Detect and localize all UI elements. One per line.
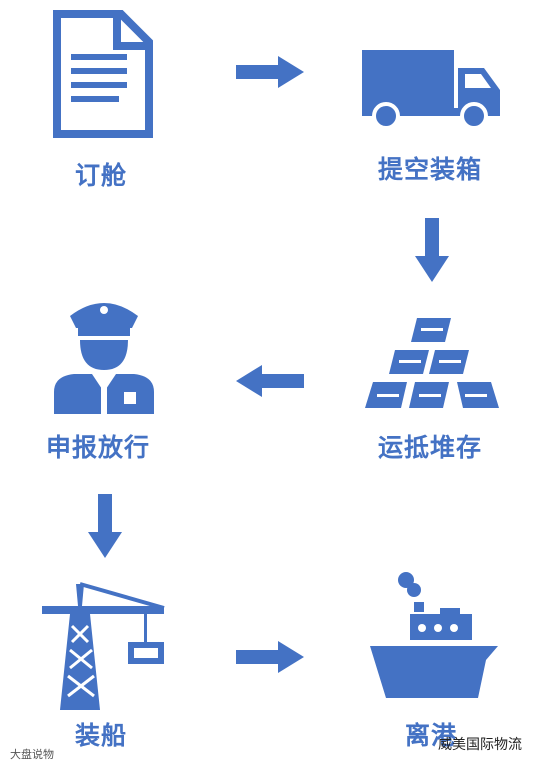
arrow-down-icon <box>88 494 122 558</box>
step-label-loading: 装船 <box>75 721 128 750</box>
document-icon <box>53 10 153 138</box>
step-label-declaration-release: 申报放行 <box>46 433 151 462</box>
arrow-right-icon <box>236 641 304 673</box>
ship-icon <box>370 572 498 698</box>
watermark-left: 大盘说物 <box>10 748 54 761</box>
stacked-containers-icon <box>365 318 499 408</box>
arrow-down-icon <box>415 218 449 282</box>
step-label-empty-pickup-stuffing: 提空装箱 <box>378 155 483 184</box>
step-label-departure: 离港 <box>405 721 458 750</box>
arrow-right-icon <box>236 56 304 88</box>
watermark-right: 威美国际物流 <box>438 737 522 753</box>
step-label-arrival-storage: 运抵堆存 <box>378 433 483 462</box>
customs-officer-icon <box>54 303 154 414</box>
truck-icon <box>362 50 500 130</box>
step-label-booking: 订舱 <box>75 161 128 190</box>
arrow-left-icon <box>236 365 304 397</box>
crane-icon <box>42 582 165 710</box>
